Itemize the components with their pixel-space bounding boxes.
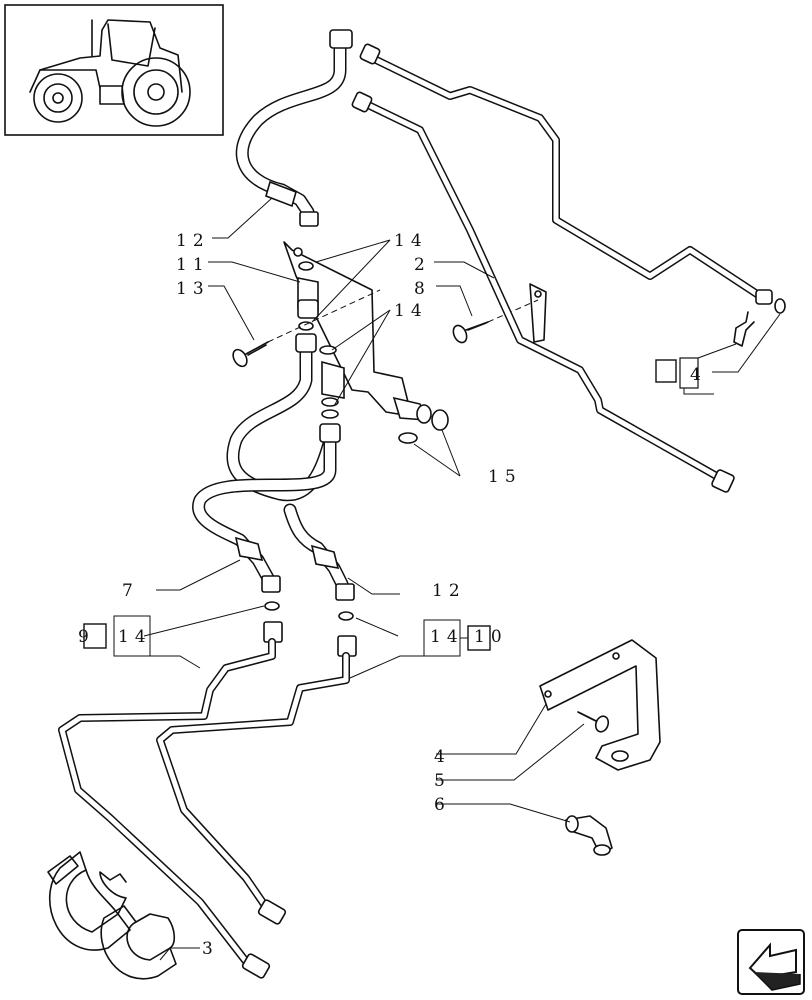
right-pipes: [351, 43, 786, 493]
callout-13[interactable]: 13: [176, 279, 210, 299]
clamps: [47, 851, 177, 980]
callout-8[interactable]: 8: [414, 279, 431, 299]
callout-12-lower[interactable]: 12: [432, 581, 466, 601]
callout-6[interactable]: 6: [434, 795, 451, 815]
callout-14-mid[interactable]: 14: [394, 301, 428, 321]
elbow-fitting-6: [565, 815, 613, 856]
lower-pipes: [58, 638, 350, 979]
callout-12-upper[interactable]: 12: [176, 231, 210, 251]
callout-2[interactable]: 2: [414, 255, 431, 275]
callout-7[interactable]: 7: [122, 581, 139, 601]
callout-4-lower[interactable]: 4: [434, 747, 451, 767]
bolt-13: [232, 341, 269, 368]
callout-11[interactable]: 11: [176, 255, 210, 275]
reference-box-icon[interactable]: [83, 357, 699, 651]
callout-5[interactable]: 5: [434, 771, 451, 791]
next-page-arrow-icon[interactable]: [737, 929, 805, 995]
callout-4-right[interactable]: 4: [690, 365, 707, 385]
bolt-5: [577, 711, 610, 733]
callout-15[interactable]: 15: [488, 467, 522, 487]
valve-bracket: [283, 241, 449, 444]
callout-3[interactable]: 3: [202, 939, 219, 959]
callout-10[interactable]: 10: [474, 627, 508, 647]
middle-hoses: [192, 333, 357, 657]
leader-lines: [113, 197, 781, 961]
callout-14-upper[interactable]: 14: [394, 231, 428, 251]
callout-14-left[interactable]: 14: [118, 627, 152, 647]
tractor-thumbnail-icon[interactable]: [4, 4, 224, 136]
bolt-8: [452, 321, 489, 344]
upper-hose: [235, 29, 353, 227]
callout-14-right[interactable]: 14: [430, 627, 464, 647]
lower-bracket: [539, 639, 661, 771]
callout-9[interactable]: 9: [78, 627, 95, 647]
